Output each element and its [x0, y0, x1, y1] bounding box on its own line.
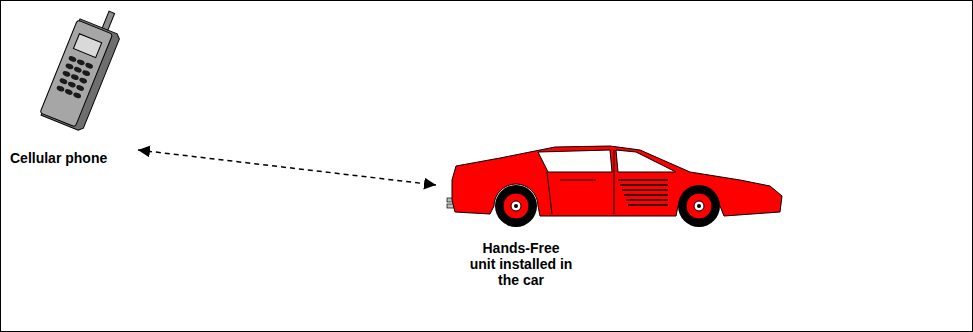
phone-illustration	[39, 1, 127, 131]
wheel	[678, 185, 720, 227]
car-illustration	[447, 146, 782, 227]
illustration-node: Cellular phone	[8, 6, 138, 166]
node-label: Hands-Free unit installed in the car	[468, 240, 574, 288]
wireless-link-arrow	[138, 150, 436, 185]
node-label: Cellular phone	[10, 150, 138, 166]
wheel	[495, 185, 537, 227]
illustration-node: Hands-Free unit installed in the car	[436, 130, 786, 310]
